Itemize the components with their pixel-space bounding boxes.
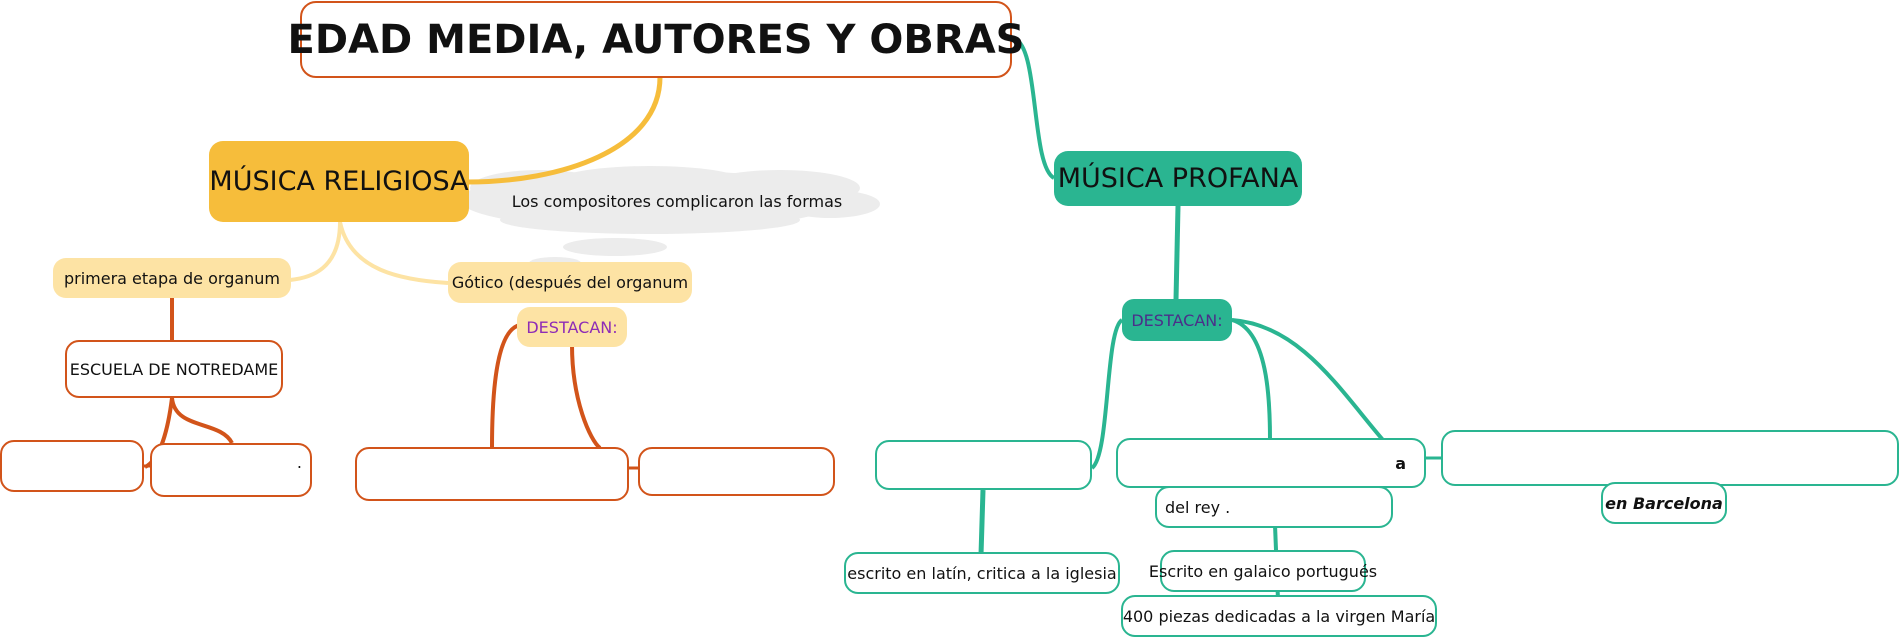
box-mark: a: [1395, 453, 1406, 473]
branch-musica-religiosa: MÚSICA RELIGIOSA: [209, 141, 469, 222]
connector-profana-destacan: [1173, 205, 1181, 301]
branch-musica-profana: MÚSICA PROFANA: [1054, 151, 1302, 206]
topic-gotico: Gótico (después del organum: [448, 262, 692, 303]
connector-religiosa-organum: [289, 221, 342, 282]
note-barcelona: en Barcelona: [1601, 482, 1727, 524]
connector-root-religiosa: [467, 76, 663, 185]
topic-escuela-notredame: ESCUELA DE NOTREDAME: [65, 340, 283, 398]
connector-destacan-gbox1: [1090, 318, 1124, 470]
box-mark: .: [296, 452, 302, 472]
cloud-note: Los compositores complicaron las formas: [511, 191, 843, 211]
connector-religiosa-gotico: [338, 221, 449, 285]
empty-box-mark: .: [150, 443, 312, 497]
connector-destacan-gbox3: [1231, 318, 1385, 442]
map-title: EDAD MEDIA, AUTORES Y OBRAS: [288, 1, 1024, 78]
empty-box: [638, 447, 835, 496]
note-latin: escrito en latín, critica a la iglesia: [844, 552, 1120, 594]
connector-escuela-box1: [143, 397, 174, 469]
connector-destacan-gbox2: [1231, 318, 1272, 441]
connector-root-profana: [1011, 36, 1056, 180]
note-piezas: 400 piezas dedicadas a la virgen María: [1121, 595, 1437, 637]
note-del-rey: del rey .: [1155, 486, 1393, 528]
empty-box: [355, 447, 629, 501]
connector-destacan-box4: [570, 344, 602, 450]
empty-box-mark: a: [1116, 438, 1426, 488]
connector-destacan-box3: [490, 323, 521, 449]
connector-escuela-box2: [170, 397, 234, 445]
topic-organum: primera etapa de organum: [53, 258, 291, 298]
topic-destacan-profana: DESTACAN:: [1122, 299, 1232, 341]
connector-gbox1-latin: [978, 489, 986, 556]
topic-destacan-religiosa: DESTACAN:: [517, 307, 627, 347]
empty-box: [1441, 430, 1899, 486]
empty-box: [875, 440, 1092, 490]
empty-box: [0, 440, 144, 492]
note-galaico: Escrito en galaico portugués: [1149, 550, 1377, 592]
cloud-shape: [460, 166, 880, 269]
